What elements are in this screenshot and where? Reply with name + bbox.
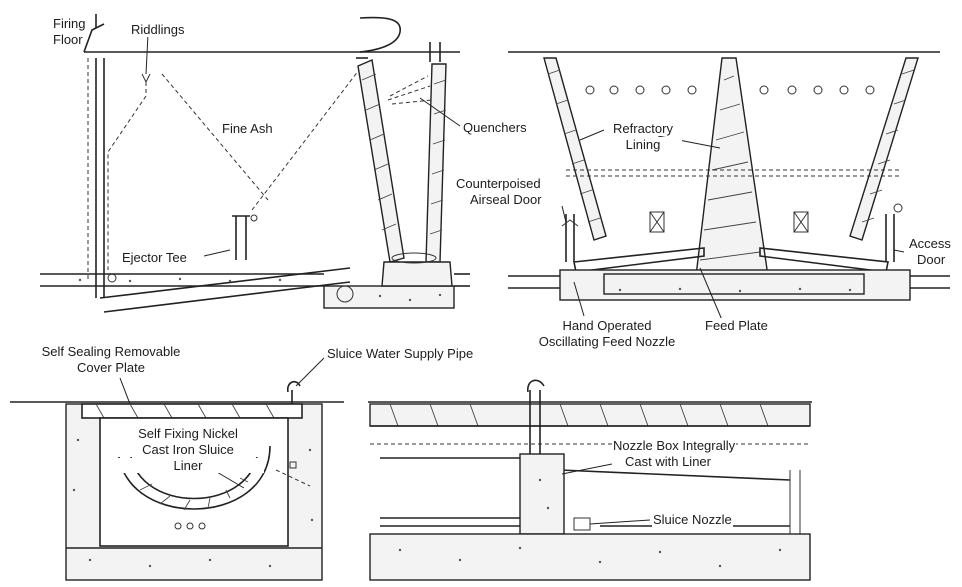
label-cover-plate: Cover Plate xyxy=(20,360,202,375)
label-hand-operated: Hand Operated xyxy=(516,318,698,333)
label-ejector-tee: Ejector Tee xyxy=(121,250,188,265)
label-airseal-door: Airseal Door xyxy=(469,192,543,207)
label-riddlings: Riddlings xyxy=(130,22,186,37)
label-access: Access xyxy=(908,236,952,251)
label-floor: Floor xyxy=(52,32,84,47)
label-self-sealing: Self Sealing Removable xyxy=(20,344,202,359)
label-counterpoised: Counterpoised xyxy=(455,176,542,191)
top-left-hopper-section xyxy=(40,14,470,313)
label-quenchers: Quenchers xyxy=(462,120,528,135)
label-door: Door xyxy=(916,252,947,267)
label-refractory: Refractory xyxy=(604,121,682,136)
label-liner: Liner xyxy=(112,458,264,473)
label-firing: Firing xyxy=(52,16,87,31)
label-cast-with-liner: Cast with Liner xyxy=(624,454,712,469)
label-fine-ash: Fine Ash xyxy=(221,121,274,136)
label-sluice-nozzle: Sluice Nozzle xyxy=(652,512,733,527)
label-self-fixing-nickel: Self Fixing Nickel xyxy=(112,426,264,441)
label-feed-plate: Feed Plate xyxy=(704,318,769,333)
bottom-right-sluice-section xyxy=(368,379,812,581)
label-lining: Lining xyxy=(604,137,682,152)
label-nozzle-box: Nozzle Box Integrally xyxy=(612,438,737,453)
label-sluice-water-supply-pipe: Sluice Water Supply Pipe xyxy=(326,346,475,361)
top-right-hopper-section xyxy=(508,51,950,301)
label-cast-iron-sluice: Cast Iron Sluice xyxy=(112,442,264,457)
bottom-left-sluice-section xyxy=(10,380,344,581)
label-oscillating-feed-nozzle: Oscillating Feed Nozzle xyxy=(516,334,698,349)
